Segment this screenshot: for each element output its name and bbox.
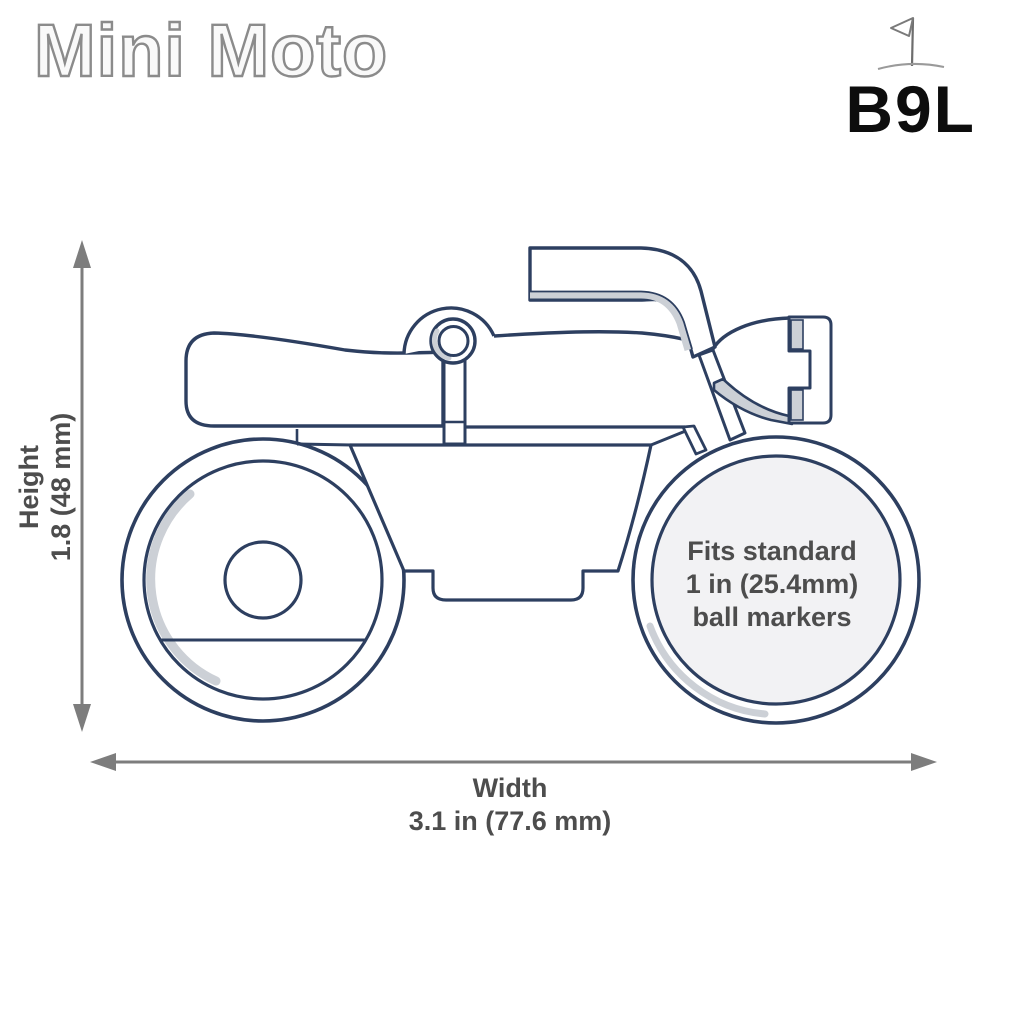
frame-right-rise <box>650 428 689 447</box>
tank-bevel <box>681 424 708 456</box>
width-dimension-arrow <box>90 753 937 771</box>
note-line-1: Fits standard <box>687 536 857 566</box>
tank-top-edge <box>493 330 713 351</box>
width-arrow-head-right <box>911 753 937 771</box>
engine-outline <box>348 443 653 602</box>
height-arrow-head-bottom <box>73 704 91 732</box>
height-label-text: Height <box>14 445 44 529</box>
engine-body <box>295 428 689 602</box>
front-fork-clamp <box>711 315 833 426</box>
ball-marker-disc <box>650 454 902 706</box>
brand-name: B9L <box>845 72 976 146</box>
width-value-text: 3.1 in (77.6 mm) <box>409 806 612 836</box>
headstock-top-arc <box>711 316 791 350</box>
note-line-2: 1 in (25.4mm) <box>686 569 859 599</box>
width-arrow-head-left <box>90 753 116 771</box>
ring-shading <box>431 328 452 361</box>
seat-post-outline <box>442 356 467 446</box>
golf-flag-icon <box>877 17 944 70</box>
clamp-slot-bottom <box>790 389 804 421</box>
width-label: Width 3.1 in (77.6 mm) <box>409 773 612 836</box>
frame-lower-rail <box>296 442 353 447</box>
clamp-slot-top <box>790 319 804 350</box>
page-title: Mini Moto <box>33 8 389 93</box>
brand-logo: B9L <box>845 14 976 142</box>
rear-rim-shading <box>146 489 221 686</box>
front-wheel: Fits standard 1 in (25.4mm) ball markers <box>631 435 921 725</box>
width-label-text: Width <box>473 773 548 803</box>
handlebar <box>528 246 717 359</box>
handlebar-inner-line <box>530 290 693 350</box>
front-rim-shading <box>646 622 769 718</box>
height-dimension-arrow <box>73 240 91 732</box>
rear-hub <box>223 540 303 620</box>
height-value-text: 1.8 (48 mm) <box>46 413 76 562</box>
height-label: Height 1.8 (48 mm) <box>14 413 76 562</box>
note-line-3: ball markers <box>692 602 851 632</box>
handlebar-shading <box>530 291 692 351</box>
height-arrow-head-top <box>73 240 91 268</box>
ring-inner <box>437 325 470 357</box>
rear-wheel <box>120 437 406 723</box>
ball-marker-note: Fits standard 1 in (25.4mm) ball markers <box>686 536 859 632</box>
key-ring <box>402 306 496 365</box>
seat-post <box>442 356 467 446</box>
rear-rim-outline <box>142 459 384 701</box>
